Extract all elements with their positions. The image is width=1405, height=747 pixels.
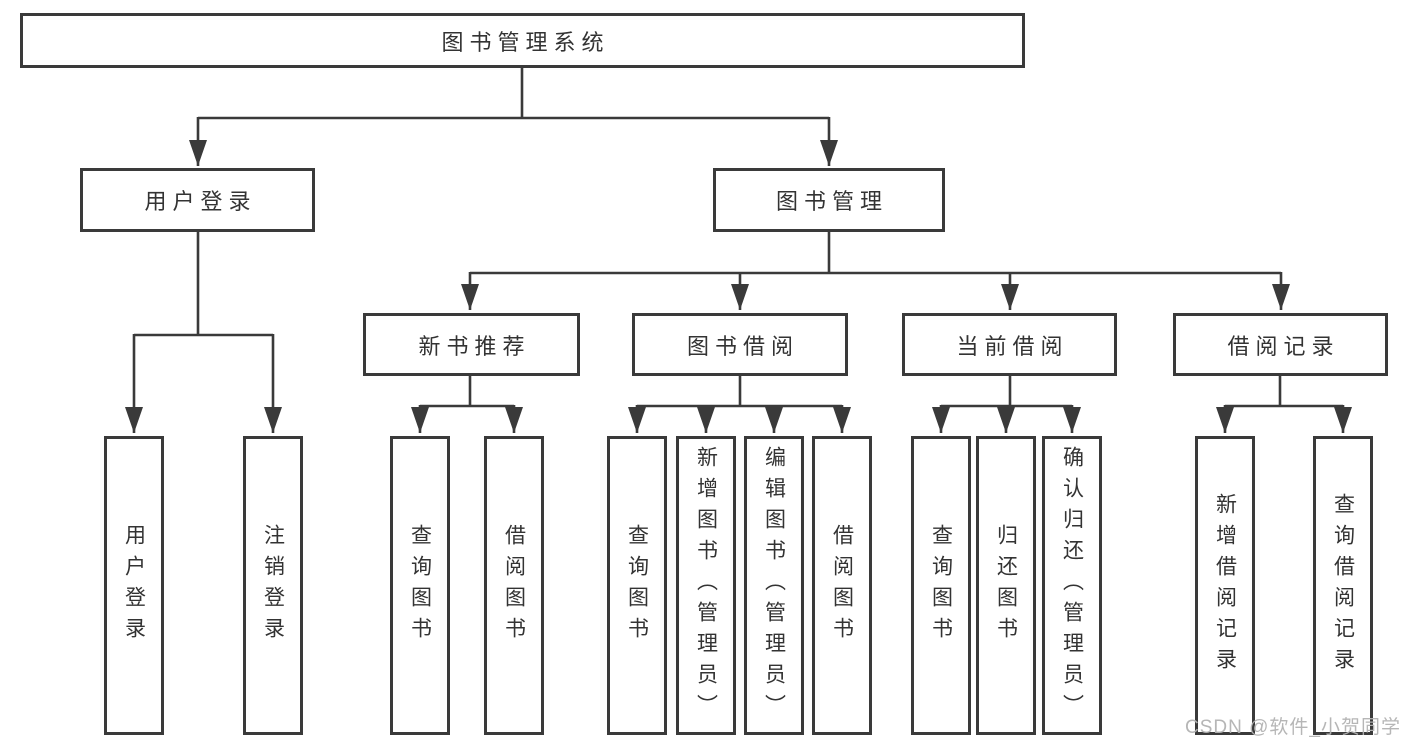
leaf-label: 查询图书	[625, 523, 649, 648]
node-label: 图书借阅	[686, 333, 799, 359]
connector-group	[125, 68, 1352, 433]
leaf-query-books-current: 查询图书	[911, 436, 971, 735]
leaf-borrow-books-recommend: 借阅图书	[484, 436, 544, 735]
node-new-book-recommend: 新书推荐	[363, 313, 580, 376]
leaf-label: 归还图书	[994, 523, 1018, 648]
node-label: 借阅记录	[1227, 333, 1340, 359]
node-borrow-records: 借阅记录	[1173, 313, 1388, 376]
leaf-query-books-recommend: 查询图书	[390, 436, 450, 735]
leaf-label: 查询借阅记录	[1331, 492, 1355, 679]
leaf-label: 查询图书	[929, 523, 953, 648]
leaf-add-book-admin: 新增图书（管理员）	[676, 436, 736, 735]
node-label: 用户登录	[144, 189, 257, 214]
leaf-label: 注销登录	[261, 523, 285, 648]
leaf-label: 确认归还（管理员）	[1060, 446, 1084, 725]
leaf-label: 用户登录	[122, 523, 146, 648]
node-book-management: 图书管理	[713, 168, 945, 232]
leaf-label: 编辑图书（管理员）	[762, 446, 786, 725]
node-book-borrow: 图书借阅	[632, 313, 848, 376]
node-label: 当前借阅	[956, 333, 1069, 359]
leaf-return-book: 归还图书	[976, 436, 1036, 735]
leaf-user-login: 用户登录	[104, 436, 164, 735]
leaf-label: 新增借阅记录	[1213, 492, 1237, 679]
leaf-confirm-return-admin: 确认归还（管理员）	[1042, 436, 1102, 735]
node-label: 新书推荐	[418, 333, 531, 359]
leaf-query-books-borrow: 查询图书	[607, 436, 667, 735]
leaf-borrow-books: 借阅图书	[812, 436, 872, 735]
leaf-add-borrow-record: 新增借阅记录	[1195, 436, 1255, 735]
leaf-label: 借阅图书	[502, 523, 526, 648]
node-user-login: 用户登录	[80, 168, 315, 232]
leaf-logout: 注销登录	[243, 436, 303, 735]
node-label: 图书管理	[775, 189, 888, 214]
node-current-borrow: 当前借阅	[902, 313, 1117, 376]
node-label: 图书管理系统	[441, 29, 610, 55]
node-library-system-root: 图书管理系统	[20, 13, 1025, 68]
leaf-label: 查询图书	[408, 523, 432, 648]
leaf-label: 借阅图书	[830, 523, 854, 648]
csdn-watermark: CSDN @软件_小贺同学	[1185, 717, 1401, 738]
leaf-query-borrow-record: 查询借阅记录	[1313, 436, 1373, 735]
leaf-label: 新增图书（管理员）	[694, 446, 718, 725]
leaf-edit-book-admin: 编辑图书（管理员）	[744, 436, 804, 735]
